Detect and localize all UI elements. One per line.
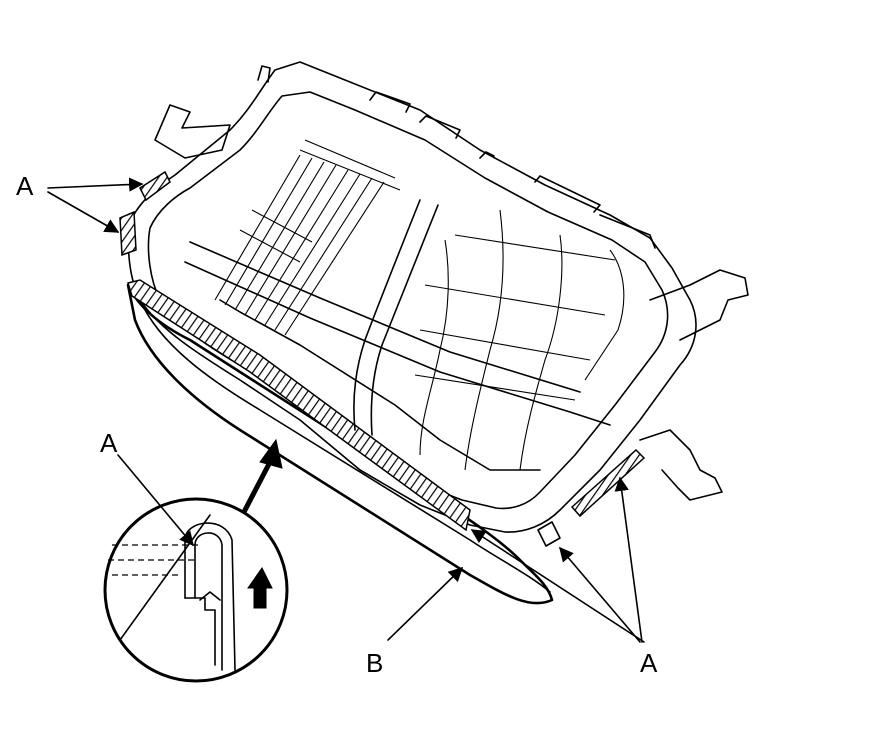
detail-pointer-arrow <box>241 438 283 514</box>
frame-top-rim <box>127 61 697 533</box>
right-grid-wires <box>414 209 625 471</box>
callout-b-cover: B <box>366 648 383 678</box>
seal-strip-front <box>127 279 471 532</box>
frame-rod-long <box>184 261 611 426</box>
frame-inner-border <box>147 91 669 510</box>
cover-bottom-edge <box>139 299 551 593</box>
frame-rod-long-2 <box>189 241 581 393</box>
seal-strip-right <box>570 448 646 518</box>
callout-a-detail: A <box>100 428 118 458</box>
callout-a-bottom-right: A <box>640 648 658 678</box>
clip-bottom-1 <box>537 521 561 547</box>
leader-arrows <box>47 177 645 643</box>
leader-arrow-icon <box>47 177 144 192</box>
seat-cushion-frame <box>119 61 749 605</box>
callout-a-top-left: A <box>16 171 34 201</box>
hook-clip-detail <box>103 497 289 683</box>
clip-top-left-2 <box>119 210 137 257</box>
frame-right-bracket-lower <box>639 429 723 501</box>
arrow-up-icon <box>247 567 273 609</box>
frame-left-bracket <box>154 104 231 159</box>
frame-center-spine-2 <box>370 204 439 436</box>
clip-top-left-1 <box>139 170 171 202</box>
frame-center-spine <box>353 199 421 431</box>
frame-right-bracket-upper <box>649 269 749 341</box>
frame-top-tabs <box>257 65 656 249</box>
frame-rod-rear <box>219 299 541 471</box>
cover-outline <box>126 283 554 605</box>
spring-wires <box>214 139 401 336</box>
